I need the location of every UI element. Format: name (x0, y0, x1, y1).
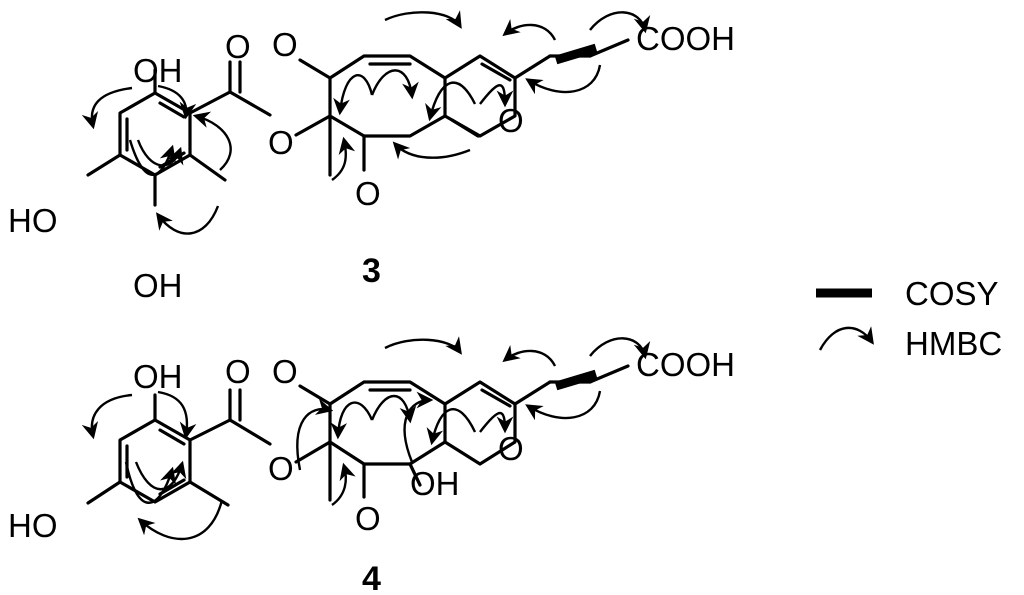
compound-4-ester-o-label: O (268, 450, 294, 487)
compound-4-cosy-bond (554, 369, 598, 391)
compound-3-ring-o-label: O (498, 102, 524, 139)
compound-3-ketone-bottom-o-label: O (355, 175, 381, 212)
compound-3-ketone-top-o-label: O (272, 26, 298, 63)
compound-3-structure: OH HO OH O O O O O COOH (8, 10, 735, 304)
compound-4-ketone-bottom-o-label: O (355, 500, 381, 537)
compound-4-ho-left-label: HO (8, 507, 58, 544)
compound-3-hmbc-arrows (81, 10, 651, 235)
compound-4-number: 4 (362, 560, 381, 595)
compound-4-atom-labels: OH HO O O O O OH O COOH (8, 346, 735, 544)
compound-4-acid-label: COOH (636, 346, 735, 383)
compound-3-acid-label: COOH (636, 20, 735, 57)
compound-3-cosy-bond (554, 43, 598, 65)
compound-4-ring-oh-label: OH (410, 465, 460, 502)
compound-4-ketone-top-o-label: O (272, 353, 298, 390)
legend-cosy-label: COSY (905, 275, 999, 312)
compound-3-oh-top-label: OH (133, 52, 183, 89)
compound-4-ring-o-label: O (498, 430, 524, 467)
compound-4-oh-top-label: OH (133, 358, 183, 395)
legend-hmbc-swatch (818, 326, 874, 351)
compound-3-oh-bottom-label: OH (133, 267, 183, 304)
compound-4-hmbc-arrows (81, 336, 651, 541)
compound-3-number: 3 (362, 252, 381, 290)
compound-3-ester-carbonyl-o-label: O (225, 28, 251, 65)
legend: COSY HMBC (816, 275, 1002, 362)
compound-3-ester-o-label: O (268, 124, 294, 161)
compound-3-ho-left-label: HO (8, 202, 58, 239)
compound-4-ester-carbonyl-o-label: O (225, 353, 251, 390)
legend-hmbc-label: HMBC (905, 325, 1002, 362)
compound-4-structure: OH HO O O O O OH O COOH (8, 336, 735, 595)
compound-3-atom-labels: OH HO OH O O O O O COOH (8, 20, 735, 304)
